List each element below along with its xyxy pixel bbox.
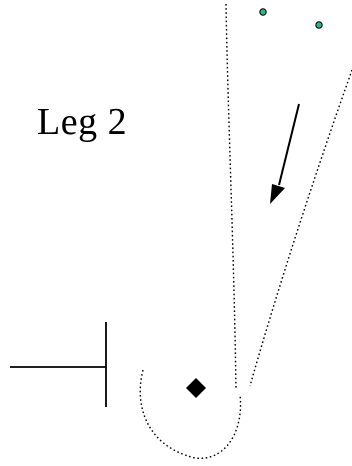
- direction-arrow-head: [270, 184, 285, 204]
- leg-label: Leg 2: [37, 101, 128, 143]
- diamond-marker: [186, 378, 206, 398]
- marker-point: [315, 21, 323, 29]
- marker-point: [259, 8, 267, 16]
- direction-arrow-shaft: [278, 103, 300, 186]
- dotted-path-right: [249, 69, 352, 387]
- dotted-path-bottom: [139, 369, 242, 459]
- dotted-path-left: [225, 3, 237, 391]
